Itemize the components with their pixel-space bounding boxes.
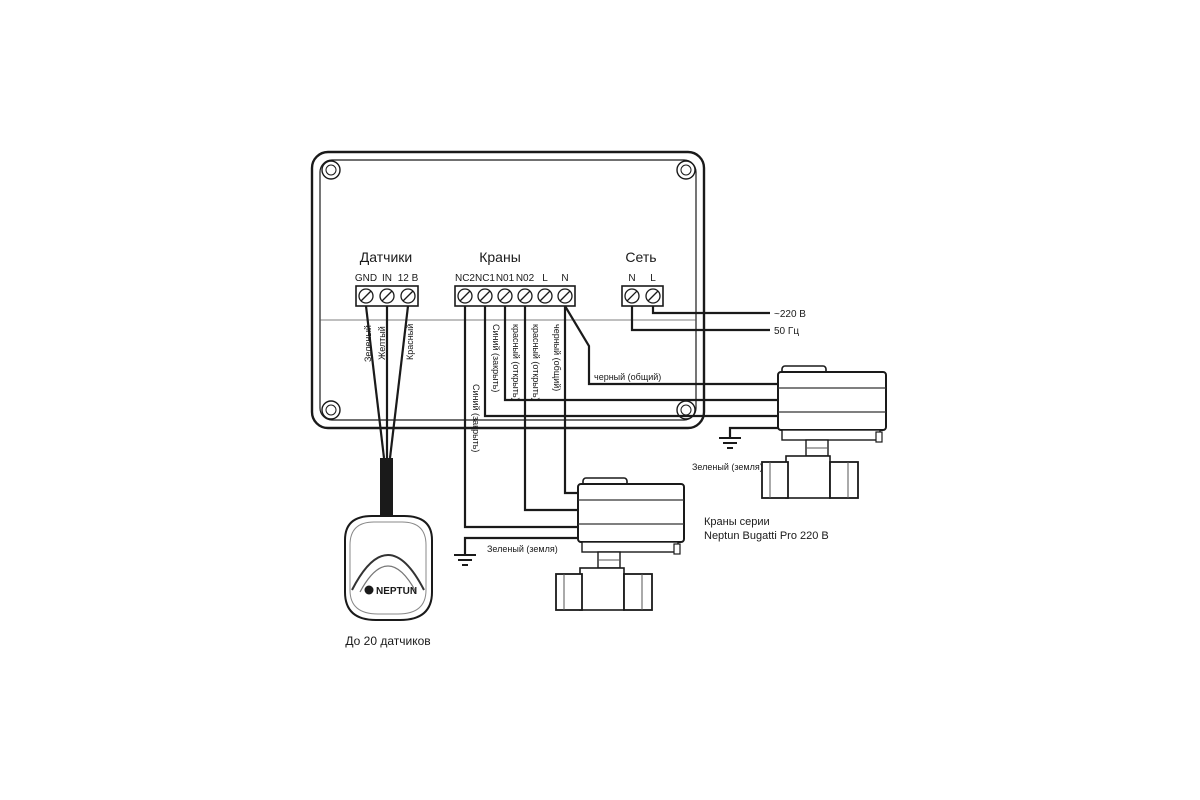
terminal-screw-icon: [517, 288, 533, 304]
terminal-screw-icon: [358, 288, 374, 304]
terminal-label-n: N: [561, 273, 568, 284]
terminal-block-sensors: [355, 285, 419, 307]
power-voltage: ~220 В: [774, 309, 806, 320]
ground-symbol-icon: [454, 554, 476, 566]
screw-hole-icon: [321, 160, 341, 180]
terminal-screw-icon: [497, 288, 513, 304]
sensor-caption: До 20 датчиков: [345, 634, 430, 648]
valve-series-line1: Краны серии: [704, 516, 770, 528]
terminal-block-mains: [621, 285, 664, 307]
motorized-valve-upper: [761, 365, 887, 499]
terminal-screw-icon: [400, 288, 416, 304]
terminal-label-mains-n: N: [628, 273, 635, 284]
wire-label-green-ground-lower: Зеленый (земля): [487, 544, 558, 554]
power-frequency: 50 Гц: [774, 326, 799, 337]
terminal-screw-icon: [624, 288, 640, 304]
power-wires: [630, 306, 770, 332]
wire-label-sensor-green: Зеленый: [363, 325, 373, 362]
terminal-screw-icon: [457, 288, 473, 304]
wire-label-blue-close-2: Синий (закрыть): [471, 384, 481, 452]
motorized-valve-lower: [555, 477, 685, 611]
wire-label-sensor-yellow: Желтый: [377, 326, 387, 360]
terminal-label-mains-l: L: [650, 273, 656, 284]
terminal-label-nc1: NC1: [475, 273, 495, 284]
wire-label-black-common-h: черный (общий): [594, 372, 661, 382]
screw-hole-icon: [321, 400, 341, 420]
terminal-label-gnd: GND: [355, 273, 377, 284]
ground-wire-upper: [719, 426, 778, 449]
valve-series-line2: Neptun Bugatti Pro 220 В: [704, 530, 829, 542]
wire-label-red-open-2: красный (открыть): [531, 324, 541, 401]
terminal-label-no2: N02: [516, 273, 535, 284]
terminal-label-no1: N01: [496, 273, 515, 284]
terminal-label-in: IN: [382, 273, 392, 284]
terminal-label-l: L: [542, 273, 548, 284]
neptun-logo-icon: NEPTUN: [364, 585, 417, 597]
screw-hole-icon: [676, 160, 696, 180]
sensor-brand: NEPTUN: [376, 586, 417, 597]
terminal-screw-icon: [379, 288, 395, 304]
terminal-screw-icon: [645, 288, 661, 304]
group-title-mains: Сеть: [625, 249, 656, 265]
wire-label-black-common-v: черный (общий): [552, 324, 562, 391]
wire-label-blue-close-1: Синий (закрыть): [491, 324, 501, 392]
terminal-block-valves: [454, 285, 576, 307]
group-title-valves: Краны: [479, 249, 521, 265]
terminal-label-12v: 12 В: [398, 273, 419, 284]
leak-sensor: NEPTUN: [344, 515, 433, 621]
sensor-wires: [364, 305, 410, 522]
ground-symbol-icon: [719, 437, 741, 449]
wire-label-green-ground-upper: Зеленый (земля): [692, 462, 763, 472]
terminal-screw-icon: [537, 288, 553, 304]
ground-wire-lower: [454, 536, 578, 566]
wire-label-sensor-red: Красный: [405, 324, 415, 360]
group-title-sensors: Датчики: [360, 249, 412, 265]
terminal-screw-icon: [477, 288, 493, 304]
terminal-screw-icon: [557, 288, 573, 304]
valve-wires: [463, 305, 778, 529]
wire-label-red-open-1: красный (открыть): [511, 324, 521, 401]
terminal-label-nc2: NC2: [455, 273, 475, 284]
